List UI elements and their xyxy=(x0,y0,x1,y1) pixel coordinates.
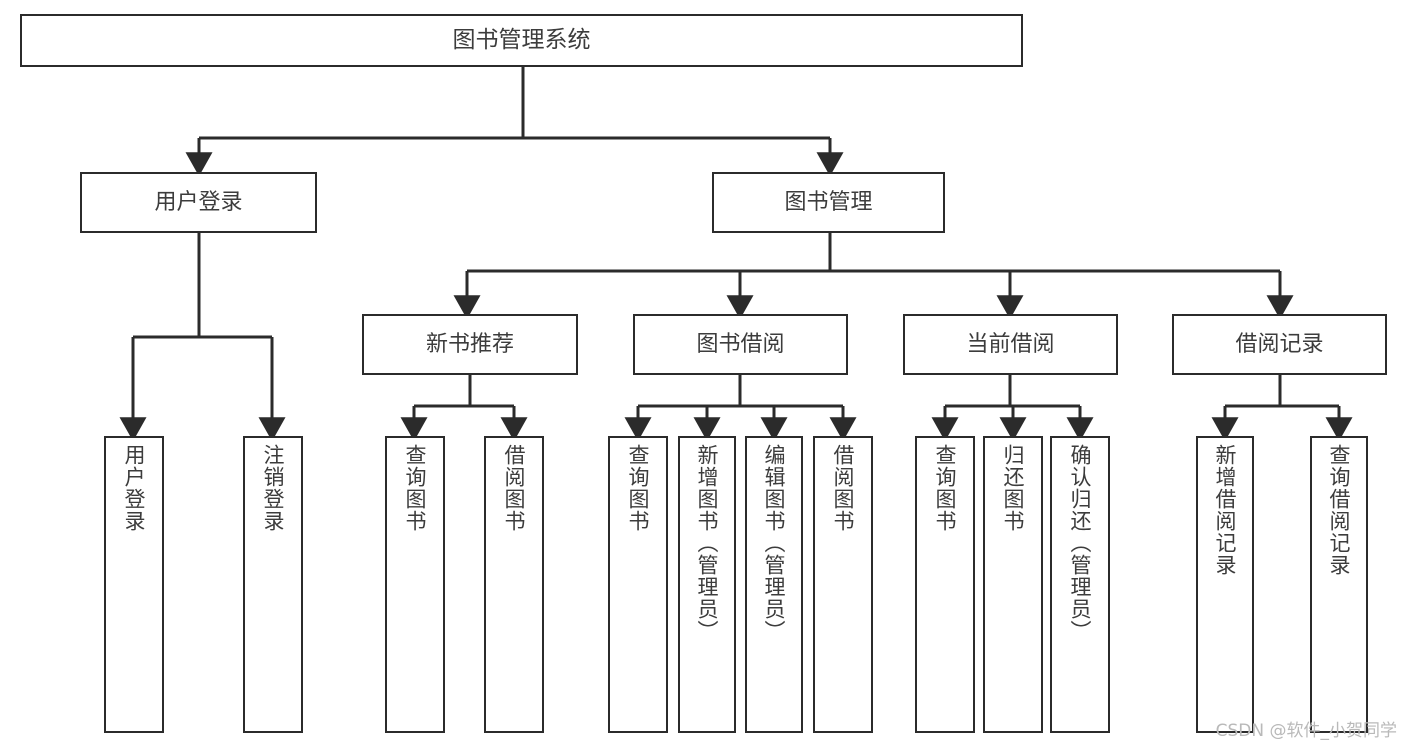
node-label: 新增图书（管理员） xyxy=(695,444,720,642)
leaf-logout[interactable]: 注销登录 xyxy=(243,436,303,733)
leaf-borrow-book-recommend[interactable]: 借阅图书 xyxy=(484,436,544,733)
leaf-query-borrow-record[interactable]: 查询借阅记录 xyxy=(1310,436,1368,733)
leaf-query-book-borrow[interactable]: 查询图书 xyxy=(608,436,668,733)
leaf-query-book-recommend[interactable]: 查询图书 xyxy=(385,436,445,733)
watermark-text: CSDN @软件_小贺同学 xyxy=(1215,721,1397,741)
leaf-return-book[interactable]: 归还图书 xyxy=(983,436,1043,733)
node-label: 当前借阅 xyxy=(966,331,1055,357)
leaf-user-login[interactable]: 用户登录 xyxy=(104,436,164,733)
leaf-query-book-current[interactable]: 查询图书 xyxy=(915,436,975,733)
leaf-borrow-book[interactable]: 借阅图书 xyxy=(813,436,873,733)
leaf-confirm-return-admin[interactable]: 确认归还（管理员） xyxy=(1050,436,1110,733)
node-label: 查询图书 xyxy=(626,444,651,532)
node-label: 归还图书 xyxy=(1001,444,1026,532)
node-root-system[interactable]: 图书管理系统 xyxy=(20,14,1023,67)
leaf-edit-book-admin[interactable]: 编辑图书（管理员） xyxy=(745,436,803,733)
node-label: 用户登录 xyxy=(122,444,147,532)
node-label: 注销登录 xyxy=(261,444,286,532)
node-label: 确认归还（管理员） xyxy=(1068,444,1093,642)
node-label: 借阅图书 xyxy=(502,444,527,532)
node-label: 查询图书 xyxy=(933,444,958,532)
node-label: 借阅图书 xyxy=(831,444,856,532)
node-label: 图书管理系统 xyxy=(452,26,591,53)
node-label: 查询图书 xyxy=(403,444,428,532)
node-book-borrow[interactable]: 图书借阅 xyxy=(633,314,848,375)
node-new-book-recommend[interactable]: 新书推荐 xyxy=(362,314,578,375)
node-label: 新增借阅记录 xyxy=(1213,444,1238,576)
node-user-login[interactable]: 用户登录 xyxy=(80,172,317,233)
leaf-add-book-admin[interactable]: 新增图书（管理员） xyxy=(678,436,736,733)
node-label: 新书推荐 xyxy=(425,331,514,357)
node-borrow-record[interactable]: 借阅记录 xyxy=(1172,314,1387,375)
node-label: 借阅记录 xyxy=(1235,331,1324,357)
node-label: 编辑图书（管理员） xyxy=(762,444,787,642)
node-label: 图书管理 xyxy=(784,189,873,215)
node-current-borrow[interactable]: 当前借阅 xyxy=(903,314,1118,375)
node-label: 图书借阅 xyxy=(696,331,785,357)
node-label: 查询借阅记录 xyxy=(1327,444,1352,576)
node-label: 用户登录 xyxy=(154,189,243,215)
leaf-add-borrow-record[interactable]: 新增借阅记录 xyxy=(1196,436,1254,733)
node-book-management[interactable]: 图书管理 xyxy=(712,172,945,233)
